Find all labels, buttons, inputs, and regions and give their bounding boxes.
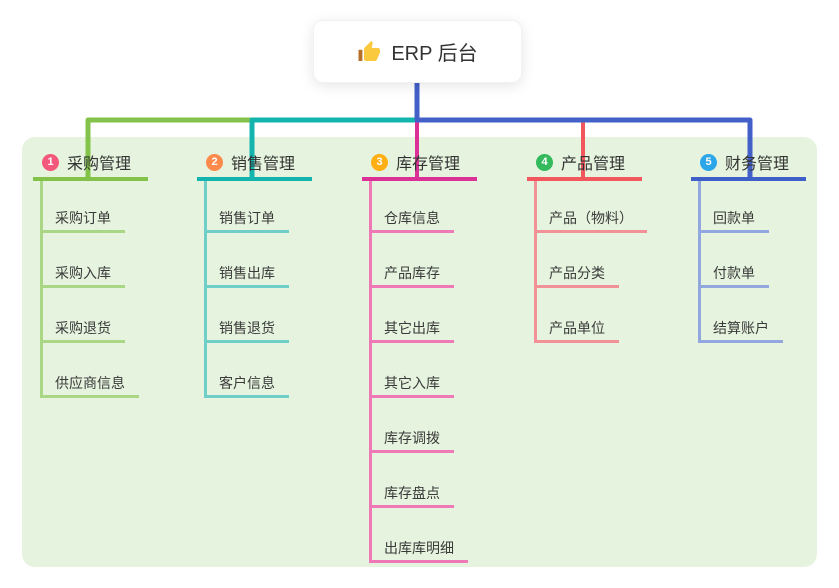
child-node[interactable]: 付款单	[698, 261, 769, 288]
child-node[interactable]: 供应商信息	[40, 371, 139, 398]
child-node[interactable]: 库存调拨	[369, 426, 454, 453]
child-node[interactable]: 产品（物料）	[534, 206, 647, 233]
branch-node[interactable]: 5 财务管理	[691, 147, 806, 181]
child-node[interactable]: 产品单位	[534, 316, 619, 343]
child-node[interactable]: 销售退货	[204, 316, 289, 343]
branch-spine-line	[534, 181, 537, 343]
branch-node[interactable]: 2 销售管理	[197, 147, 312, 181]
branch-node[interactable]: 4 产品管理	[527, 147, 642, 181]
branch-label: 财务管理	[725, 156, 790, 173]
branch-number-badge: 1	[42, 153, 59, 171]
child-node[interactable]: 仓库信息	[369, 206, 454, 233]
child-node[interactable]: 结算账户	[698, 316, 783, 343]
branch-number-badge: 3	[371, 153, 388, 171]
child-node[interactable]: 其它入库	[369, 371, 454, 398]
child-node[interactable]: 采购入库	[40, 261, 125, 288]
branch-label: 采购管理	[67, 156, 132, 173]
child-node[interactable]: 回款单	[698, 206, 769, 233]
child-node[interactable]: 其它出库	[369, 316, 454, 343]
child-node[interactable]: 产品分类	[534, 261, 619, 288]
child-node[interactable]: 产品库存	[369, 261, 454, 288]
branch-spine-line	[698, 181, 701, 343]
branch-node[interactable]: 3 库存管理	[362, 147, 477, 181]
branch-label: 销售管理	[231, 156, 296, 173]
root-node[interactable]: ERP 后台	[313, 20, 522, 83]
child-node[interactable]: 销售订单	[204, 206, 289, 233]
branch-number-badge: 5	[700, 153, 717, 171]
root-title: ERP 后台	[391, 43, 478, 65]
branch-spine-line	[204, 181, 207, 398]
branch-number-badge: 2	[206, 153, 223, 171]
child-node[interactable]: 库存盘点	[369, 481, 454, 508]
branch-number-badge: 4	[536, 153, 553, 171]
branch-label: 产品管理	[561, 156, 626, 173]
branch-label: 库存管理	[396, 156, 461, 173]
child-node[interactable]: 出库库明细	[369, 536, 468, 563]
child-node[interactable]: 采购退货	[40, 316, 125, 343]
child-node[interactable]: 采购订单	[40, 206, 125, 233]
branch-node[interactable]: 1 采购管理	[33, 147, 148, 181]
branch-spine-line	[369, 181, 372, 563]
branches-background-panel	[22, 137, 817, 567]
child-node[interactable]: 客户信息	[204, 371, 289, 398]
child-node[interactable]: 销售出库	[204, 261, 289, 288]
branch-spine-line	[40, 181, 43, 398]
thumbs-up-icon	[357, 40, 381, 64]
